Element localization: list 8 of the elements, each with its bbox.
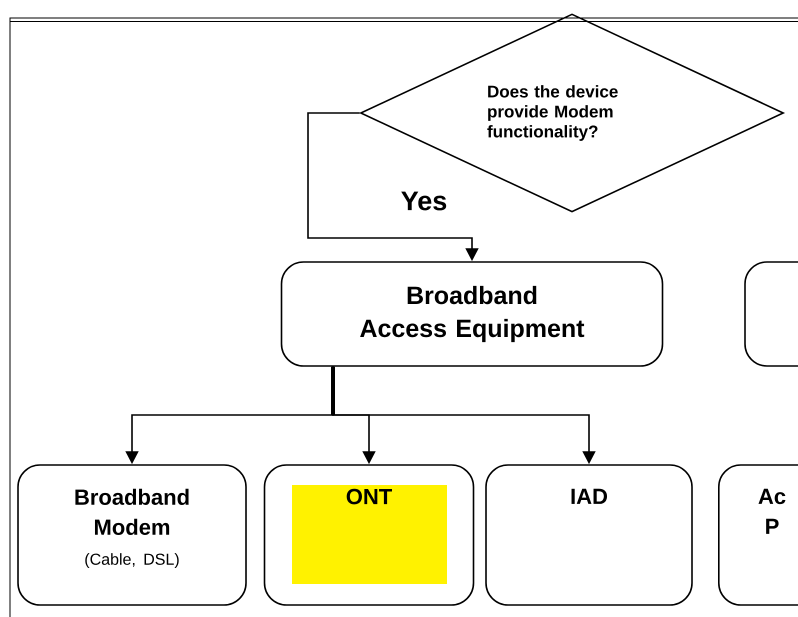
process-box: Broadband Modem (Cable, DSL) bbox=[17, 464, 247, 606]
process-box: Broadband Access Equipment bbox=[280, 261, 664, 367]
process-box bbox=[744, 261, 798, 367]
trunk-line bbox=[331, 366, 335, 415]
process-box: ONT bbox=[264, 464, 474, 606]
process-box: Ac P bbox=[718, 464, 798, 606]
edge-label: Yes bbox=[400, 190, 448, 212]
process-box: IAD bbox=[485, 464, 693, 606]
